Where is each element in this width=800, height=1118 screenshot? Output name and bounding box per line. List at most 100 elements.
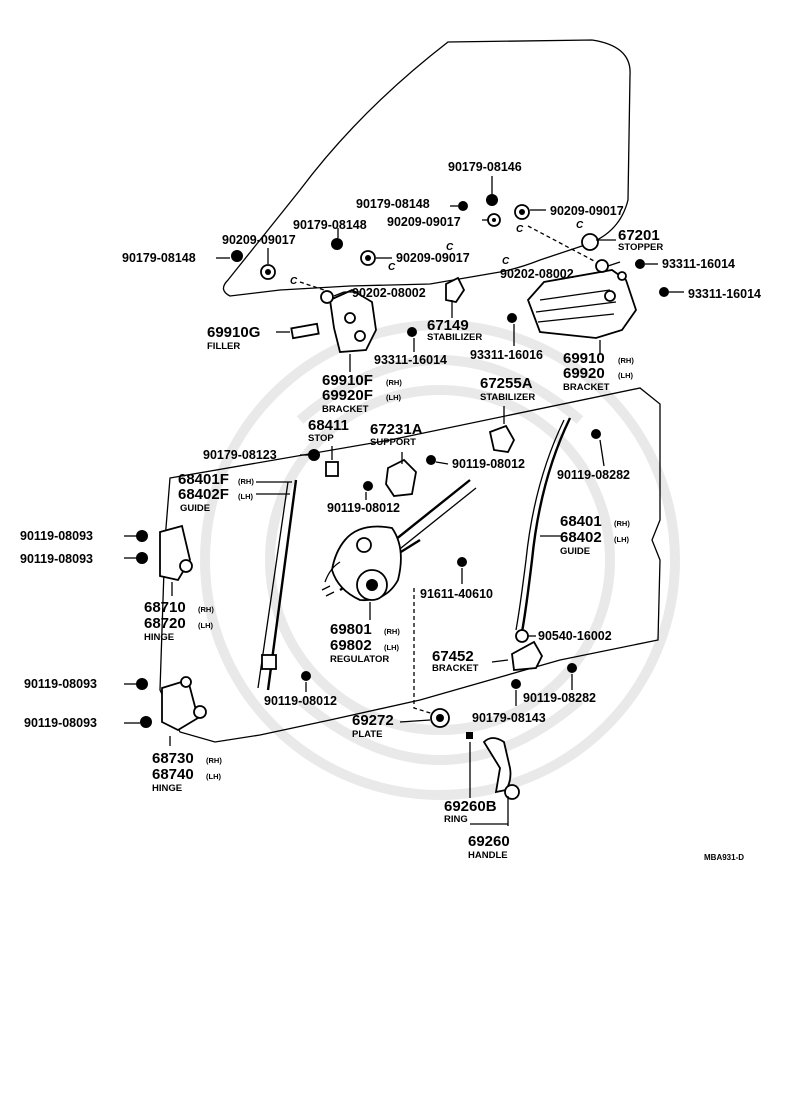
- part-number: 90119-08282: [557, 468, 630, 482]
- part-number: 90209-09017: [222, 233, 296, 247]
- connector-mark: C: [516, 224, 524, 235]
- window-bracket-rear: [526, 269, 637, 339]
- part-caption: SUPPORT: [370, 437, 416, 448]
- part-caption: BRACKET: [432, 663, 479, 674]
- part-number: 90209-09017: [550, 204, 624, 218]
- part-side-tag: (LH): [618, 371, 633, 380]
- part-number: 93311-16014: [374, 353, 447, 367]
- callouts: 90179-08146 90179-08148 90209-09017 9020…: [20, 160, 761, 862]
- part-number: 91611-40610: [420, 587, 493, 601]
- part-side-tag: (LH): [198, 621, 213, 630]
- rear-guide-channel: [520, 417, 572, 633]
- part-number: 90119-08093: [20, 529, 93, 543]
- part-caption: RING: [444, 814, 468, 825]
- part-number: 90119-08093: [24, 677, 97, 691]
- part-caption: STOP: [308, 433, 334, 444]
- part-caption: HANDLE: [468, 850, 508, 861]
- part-number: 69910G: [207, 324, 260, 341]
- part-number: 90540-16002: [538, 629, 612, 643]
- part-side-tag: (RH): [618, 356, 634, 365]
- part-number: 93311-16014: [688, 287, 761, 301]
- connector-mark: C: [290, 276, 298, 287]
- window-glass-outline: [222, 39, 631, 297]
- part-number: 69910: [563, 350, 605, 367]
- part-number: 90119-08012: [452, 457, 525, 471]
- part-caption: GUIDE: [180, 503, 210, 514]
- guide-washer: [515, 629, 529, 643]
- part-number: 68402F: [178, 486, 229, 503]
- part-number: 90209-09017: [396, 251, 470, 265]
- part-caption: GUIDE: [560, 546, 590, 557]
- part-number: 93311-16016: [470, 348, 543, 362]
- bracket-67452: [511, 640, 544, 671]
- part-number: 90179-08146: [448, 160, 522, 174]
- watermark-emblem: [200, 320, 680, 800]
- part-caption: REGULATOR: [330, 654, 389, 665]
- part-number: 67452: [432, 648, 474, 665]
- part-number: 90119-08093: [24, 716, 97, 730]
- part-number: 67255A: [480, 375, 533, 392]
- stabilizer-upper: [445, 276, 466, 304]
- part-number: 69260B: [444, 798, 497, 815]
- connector-mark: C: [576, 220, 584, 231]
- part-side-tag: (RH): [206, 756, 222, 765]
- part-caption: FILLER: [207, 341, 240, 352]
- part-number: 90179-08148: [293, 218, 367, 232]
- diagram-reference-code: MBA931-D: [704, 853, 744, 862]
- part-caption: BRACKET: [322, 404, 369, 415]
- part-number: 67201: [618, 227, 660, 244]
- part-caption: PLATE: [352, 729, 382, 740]
- part-number: 69920: [563, 365, 605, 382]
- connector-mark: C: [388, 262, 396, 273]
- part-number: 68401: [560, 513, 602, 530]
- filler-strip: [290, 322, 320, 340]
- stop-block: [325, 461, 339, 477]
- leader-lines: [124, 176, 684, 826]
- part-side-tag: (LH): [206, 772, 221, 781]
- connector-mark: C: [446, 242, 454, 253]
- part-number: 68411: [308, 417, 349, 434]
- part-number: 90202-08002: [500, 267, 574, 281]
- part-number: 69910F: [322, 372, 373, 389]
- lower-hinge: [161, 678, 200, 732]
- part-side-tag: (LH): [238, 492, 253, 501]
- part-number: 93311-16014: [662, 257, 735, 271]
- part-side-tag: (RH): [238, 477, 254, 486]
- part-number: 68710: [144, 599, 186, 616]
- part-number: 90179-08148: [122, 251, 196, 265]
- connector-marks: C C C C C C: [290, 220, 597, 293]
- part-side-tag: (RH): [198, 605, 214, 614]
- part-side-tag: (RH): [614, 519, 630, 528]
- part-number: 68740: [152, 766, 194, 783]
- stopper-icon: [581, 233, 599, 251]
- part-number: 90179-08148: [356, 197, 430, 211]
- part-number: 90119-08012: [327, 501, 400, 515]
- part-number: 67231A: [370, 421, 423, 438]
- part-caption: BRACKET: [563, 382, 610, 393]
- part-number: 90119-08282: [523, 691, 596, 705]
- fasteners: [136, 194, 669, 728]
- part-side-tag: (RH): [384, 627, 400, 636]
- part-side-tag: (LH): [614, 535, 629, 544]
- part-number: 69260: [468, 833, 510, 850]
- part-number: 68401F: [178, 471, 229, 488]
- part-number: 68402: [560, 529, 602, 546]
- connector-mark: C: [502, 256, 510, 267]
- part-number: 67149: [427, 317, 469, 334]
- part-side-tag: (RH): [386, 378, 402, 387]
- part-number: 90179-08123: [203, 448, 277, 462]
- regulator-plate-link: [413, 588, 441, 717]
- part-number: 68720: [144, 615, 186, 632]
- part-number: 90179-08143: [472, 711, 546, 725]
- part-number: 69272: [352, 712, 394, 729]
- part-number: 90119-08012: [264, 694, 337, 708]
- part-caption: HINGE: [144, 632, 174, 643]
- stabilizer-lower: [488, 424, 516, 453]
- part-number: 90202-08002: [352, 286, 426, 300]
- part-number: 69801: [330, 621, 372, 638]
- part-number: 69920F: [322, 387, 373, 404]
- part-caption: HINGE: [152, 783, 182, 794]
- part-number: 69802: [330, 637, 372, 654]
